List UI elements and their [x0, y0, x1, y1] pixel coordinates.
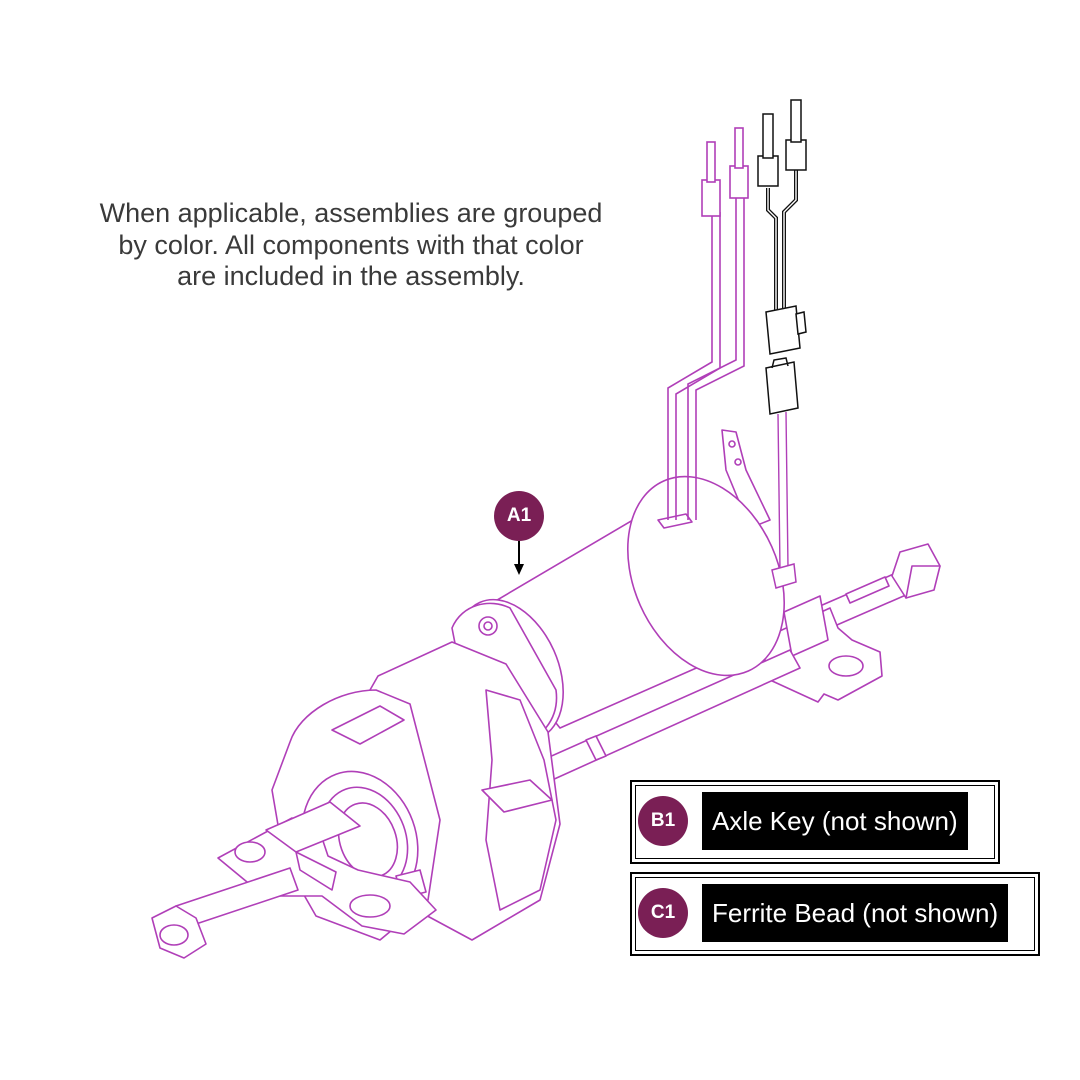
right-mounting-bracket: [759, 595, 883, 703]
brake-wire-harness: [757, 99, 807, 589]
left-axle-shaft: [151, 867, 299, 959]
motor-lead-wires: [667, 127, 749, 520]
callout-badge-a1: A1: [494, 491, 544, 541]
legend-item-axle-key: B1 Axle Key (not shown): [630, 780, 1000, 864]
brake-terminal-1: [757, 155, 779, 187]
right-axle-shaft: [819, 543, 941, 629]
note-line-3: are included in the assembly.: [177, 261, 525, 291]
legend-item-ferrite-bead: C1 Ferrite Bead (not shown): [630, 872, 1040, 956]
brake-terminal-2: [785, 139, 807, 171]
a1-leader-arrow: [514, 541, 524, 575]
assembly-color-note: When applicable, assemblies are grouped …: [40, 198, 662, 293]
brake-connector-female: [765, 305, 801, 355]
brake-connector-male: [765, 361, 799, 415]
note-line-1: When applicable, assemblies are grouped: [99, 198, 603, 228]
legend-badge-b1: B1: [638, 796, 688, 846]
motor-terminal-tab: [721, 429, 771, 529]
legend-label-ferrite-bead: Ferrite Bead (not shown): [702, 884, 1009, 942]
left-mounting-bracket: [217, 801, 437, 935]
legend-badge-c1: C1: [638, 888, 688, 938]
note-line-2: by color. All components with that color: [118, 229, 584, 260]
legend-label-axle-key: Axle Key (not shown): [702, 792, 968, 850]
